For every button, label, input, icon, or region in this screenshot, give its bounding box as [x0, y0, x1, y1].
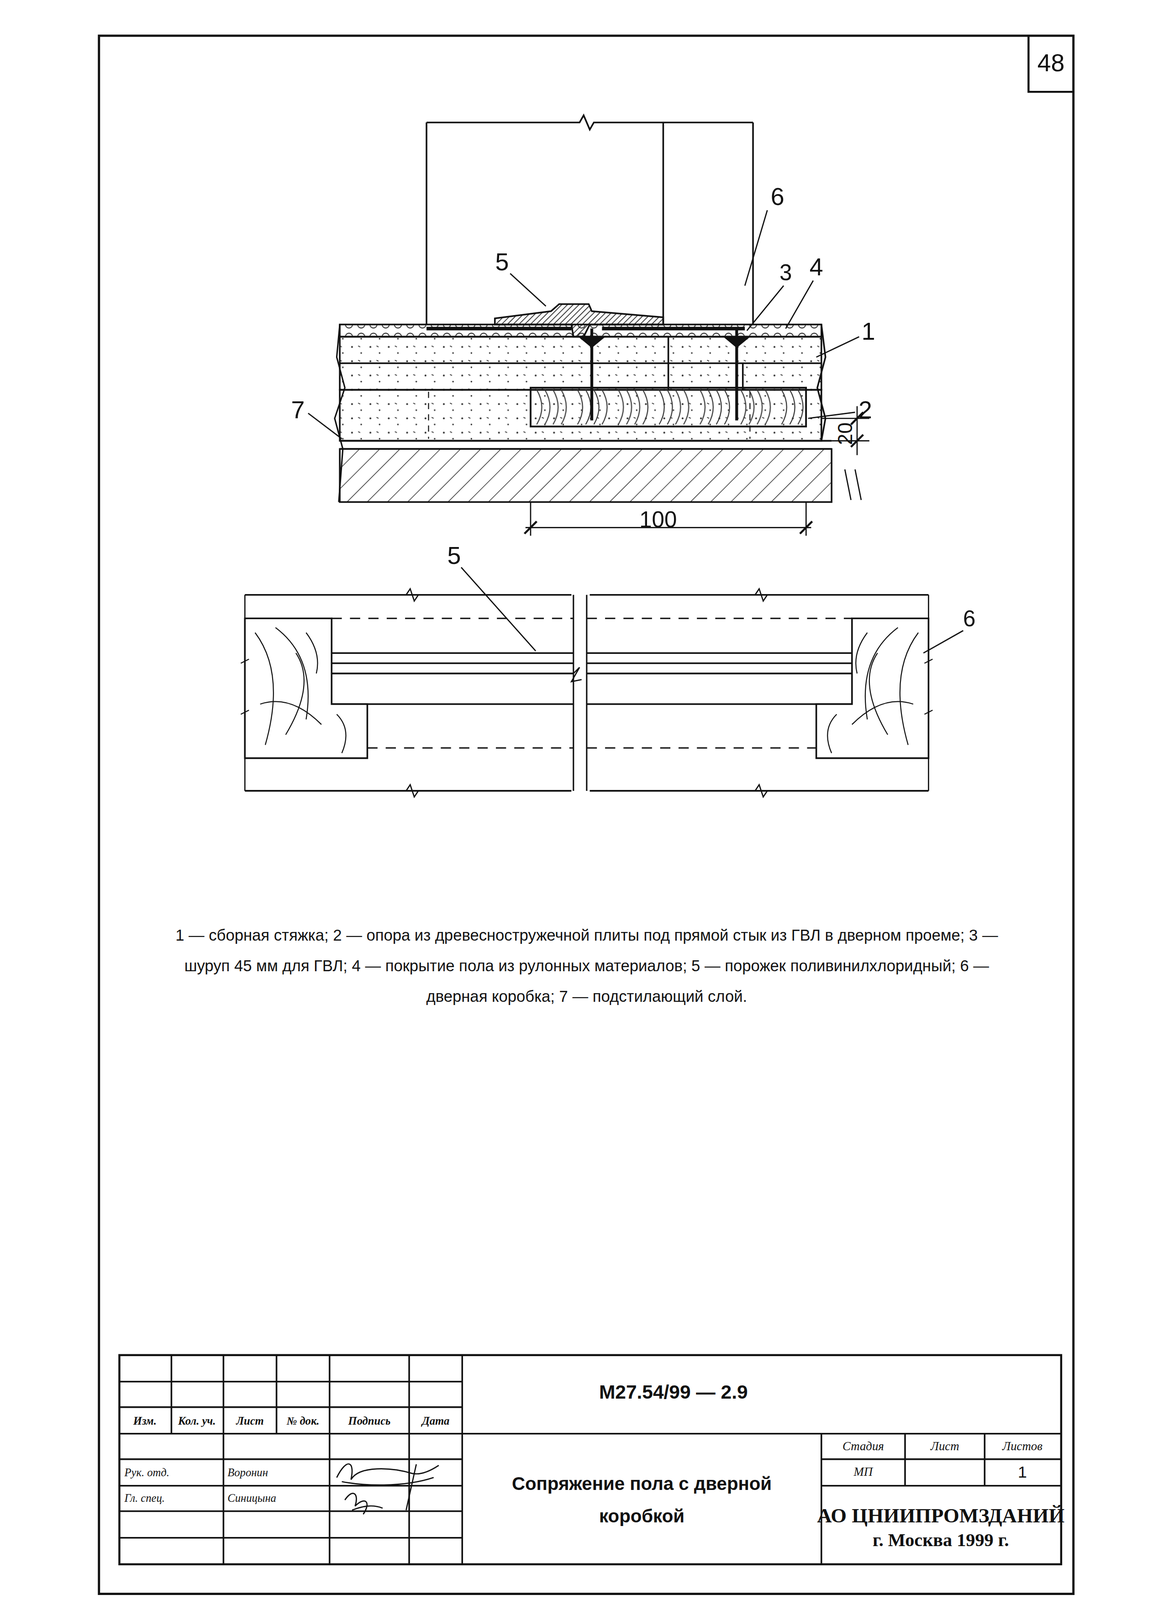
table-cell: 1 [1017, 1463, 1027, 1482]
table-cell: МП [853, 1465, 874, 1480]
table-cell: Стадия [842, 1440, 885, 1454]
callout-number: 7 [291, 396, 306, 424]
callout-number: 1 [861, 318, 876, 346]
callout-number: 3 [779, 261, 792, 286]
callout-number: 4 [809, 253, 824, 281]
sheet-number: 48 [1037, 49, 1065, 77]
callout-number: 2 [858, 396, 873, 424]
dimension: 20 [833, 422, 857, 446]
table-cell: Подпись [348, 1414, 391, 1427]
legend-note: 1 — сборная стяжка; 2 — опора из древесн… [163, 920, 1011, 1013]
organization-name: АО ЦНИИПРОМЗДАНИЙ [816, 1504, 1065, 1527]
table-cell: Изм. [133, 1414, 157, 1427]
table-cell: Листов [1002, 1440, 1043, 1454]
table-cell: Дата [421, 1414, 450, 1427]
callout-number: 6 [963, 606, 976, 632]
callout-number: 5 [494, 248, 509, 276]
table-cell: Рук. отд. [124, 1466, 170, 1479]
document-code: М27.54/99 — 2.9 [599, 1382, 748, 1404]
table-cell: Лист [236, 1414, 264, 1427]
organization-city: г. Москва 1999 г. [872, 1530, 1010, 1551]
table-cell: Воронин [227, 1466, 269, 1479]
callout-number: 6 [770, 183, 785, 211]
table-cell: Лист [930, 1440, 960, 1454]
table-cell: Кол. уч. [178, 1414, 216, 1427]
table-cell: № док. [286, 1414, 320, 1427]
dimension: 100 [639, 508, 677, 533]
drawing-title: Сопряжение пола с дверной коробкой [479, 1467, 805, 1533]
table-cell: Синицына [227, 1491, 277, 1505]
callout-number: 5 [447, 542, 461, 570]
table-cell: Гл. спец. [124, 1491, 165, 1505]
